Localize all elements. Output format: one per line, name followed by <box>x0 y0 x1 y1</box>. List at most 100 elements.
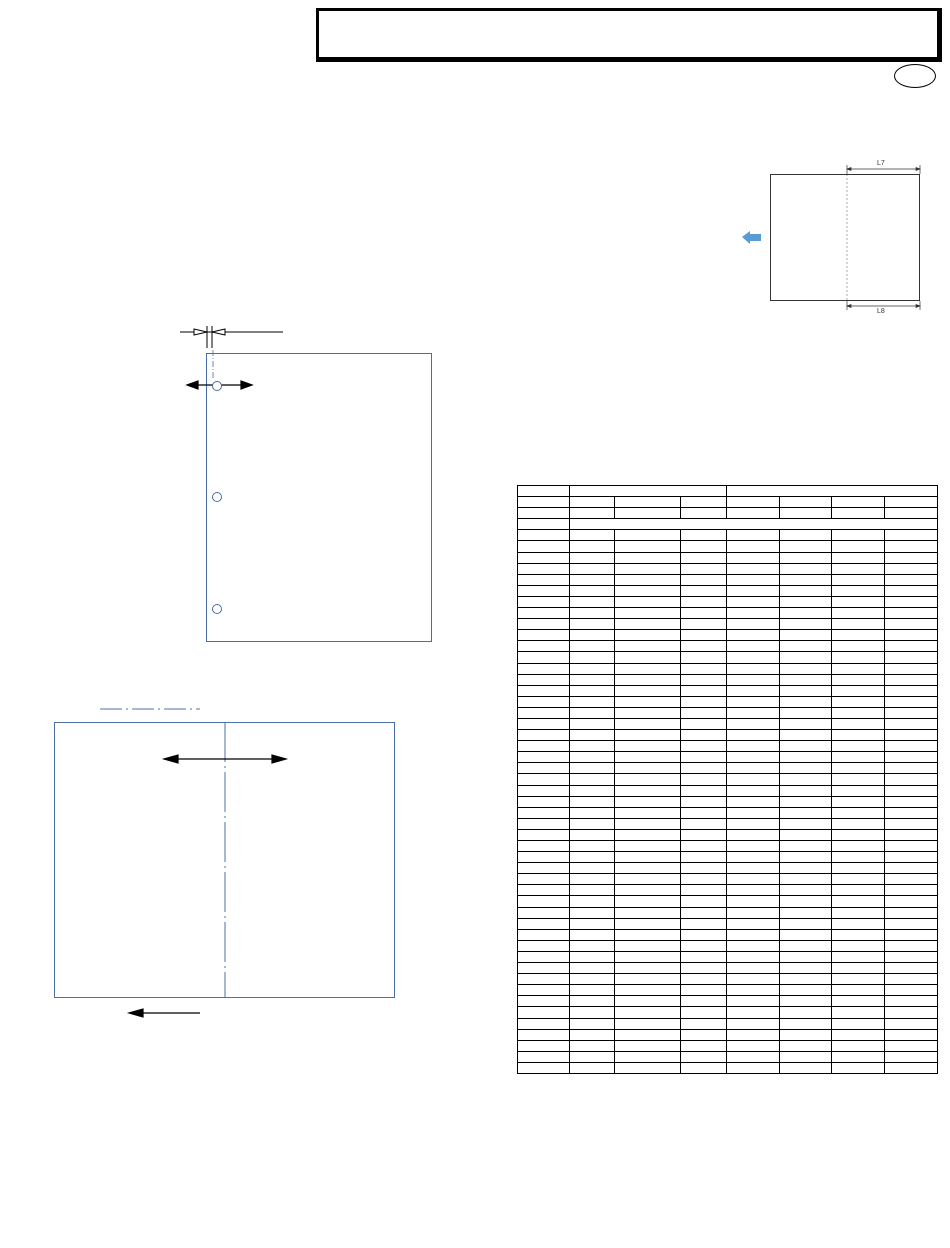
fold-adjust-arrow-icon <box>161 754 289 764</box>
table-cell <box>884 895 938 908</box>
table-row <box>517 573 938 586</box>
table-cell <box>614 1028 681 1041</box>
table-row <box>517 773 938 786</box>
table-cell <box>779 629 832 642</box>
table-cell <box>779 573 832 586</box>
table-cell <box>569 862 615 875</box>
table-cell <box>614 1017 681 1030</box>
table-cell <box>726 851 780 864</box>
table-cell <box>569 928 615 941</box>
table-row <box>517 1061 938 1074</box>
table-cell <box>569 507 615 520</box>
table-cell <box>517 773 570 786</box>
table-cell <box>614 862 681 875</box>
table-cell <box>884 806 938 819</box>
table-cell <box>517 651 570 664</box>
table-cell <box>569 995 615 1008</box>
table-cell <box>779 618 832 631</box>
table-cell <box>569 540 615 553</box>
table-row <box>517 529 938 542</box>
table-cell <box>680 618 727 631</box>
table-cell <box>831 607 885 620</box>
table-cell <box>517 1017 570 1030</box>
table-cell <box>569 629 615 642</box>
table-cell <box>680 828 727 842</box>
table-cell <box>614 828 681 842</box>
table-cell <box>726 762 780 775</box>
table-cell <box>569 950 615 964</box>
table-cell <box>680 651 727 664</box>
table-cell <box>726 562 780 575</box>
table-cell <box>680 895 727 908</box>
table-row <box>517 817 938 830</box>
table-cell <box>517 595 570 609</box>
table-cell <box>680 851 727 864</box>
table-cell <box>517 851 570 864</box>
table-cell <box>517 717 570 731</box>
table-cell <box>726 862 780 875</box>
table-cell <box>884 862 938 875</box>
table-cell <box>726 784 780 797</box>
table-cell <box>569 784 615 797</box>
staple-diagram-sheet <box>770 174 920 301</box>
table-cell <box>884 751 938 764</box>
table-cell <box>779 607 832 620</box>
table-cell <box>831 962 885 975</box>
table-cell <box>569 895 615 908</box>
table-cell <box>569 662 615 675</box>
table-cell <box>726 740 780 753</box>
table-cell <box>680 884 727 897</box>
table-cell <box>726 651 780 664</box>
table-cell <box>680 950 727 964</box>
table-cell <box>779 906 832 919</box>
table-cell <box>517 828 570 842</box>
table-row <box>517 939 938 952</box>
table-cell <box>680 762 727 775</box>
table-cell <box>569 584 615 597</box>
table-cell <box>614 762 681 775</box>
table-cell <box>517 640 570 653</box>
table-cell <box>569 751 615 764</box>
table-row <box>517 717 938 731</box>
table-row <box>517 862 938 875</box>
table-cell <box>680 540 727 553</box>
table-cell <box>680 496 727 509</box>
table-cell <box>517 618 570 631</box>
table-header-row <box>517 507 938 520</box>
table-cell <box>614 950 681 964</box>
table-cell <box>614 795 681 808</box>
table-cell <box>884 729 938 742</box>
table-cell <box>680 706 727 719</box>
table-row <box>517 806 938 819</box>
table-cell <box>831 729 885 742</box>
table-cell <box>569 1061 615 1074</box>
table-cell <box>726 1061 780 1074</box>
table-cell <box>884 950 938 964</box>
table-cell <box>884 1028 938 1041</box>
table-cell <box>726 507 780 520</box>
table-cell <box>517 873 570 886</box>
dimension-label-l7: L7 <box>877 160 885 167</box>
table-cell <box>517 795 570 808</box>
table-cell <box>831 950 885 964</box>
table-row <box>517 950 938 964</box>
table-cell <box>680 939 727 952</box>
table-cell <box>779 562 832 575</box>
table-cell <box>680 551 727 564</box>
table-cell <box>614 906 681 919</box>
table-cell <box>517 884 570 897</box>
table-section-row <box>517 518 938 531</box>
table-cell <box>779 717 832 731</box>
table-cell <box>884 795 938 808</box>
table-cell <box>831 551 885 564</box>
table-cell <box>779 884 832 897</box>
table-cell <box>569 962 615 975</box>
table-row <box>517 995 938 1008</box>
table-row <box>517 973 938 986</box>
table-cell <box>614 817 681 830</box>
table-cell <box>614 984 681 997</box>
table-cell <box>779 1017 832 1030</box>
table-cell <box>569 706 615 719</box>
table-cell <box>726 795 780 808</box>
table-cell <box>831 706 885 719</box>
